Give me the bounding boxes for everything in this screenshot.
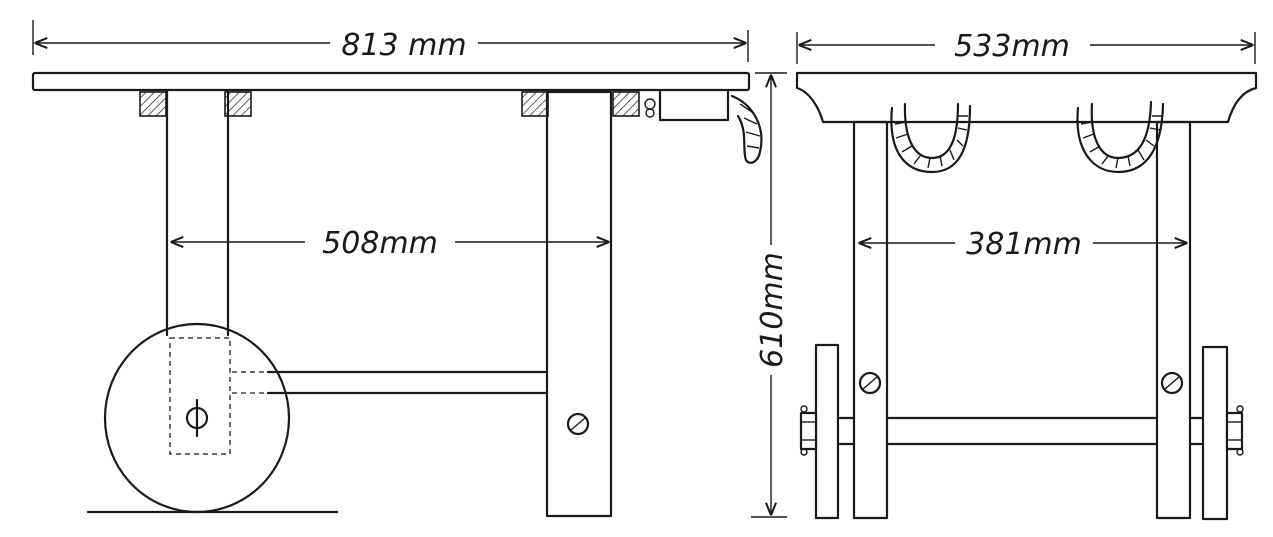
end-axle (838, 416, 1205, 446)
end-left-leg (852, 120, 889, 520)
overall-length-label: 813 mm (341, 28, 466, 63)
right-leg (545, 90, 613, 518)
axle-nut-left (799, 405, 818, 456)
rope-handle-right (1076, 100, 1165, 174)
end-right-wheel (1201, 345, 1229, 521)
rope-handle-left (890, 102, 972, 174)
overall-width-label: 533mm (954, 29, 1070, 64)
dimension-leg-spacing-side: 508mm (172, 226, 608, 261)
dimension-overall-width: 533mm (796, 29, 1256, 64)
dimension-leg-spacing-end: 381mm (860, 227, 1186, 262)
table-top-side (31, 71, 751, 92)
leg-spacing-side-label: 508mm (322, 226, 438, 261)
side-view: 813 mm (31, 20, 763, 518)
end-view: 533mm (795, 29, 1258, 521)
dimension-overall-length: 813 mm (32, 20, 749, 63)
side-stretcher (266, 370, 549, 395)
left-leg (165, 89, 230, 337)
hidden-leg-outline (169, 337, 231, 455)
height-label: 610mm (755, 252, 790, 368)
wheel (103, 322, 291, 514)
leg-spacing-end-label: 381mm (966, 227, 1082, 262)
dimension-height: 610mm (751, 72, 790, 518)
right-leg-body (545, 90, 613, 518)
table-top-end (795, 71, 1258, 124)
end-left-wheel (814, 343, 840, 520)
handle-fitting (644, 90, 763, 164)
end-right-leg (1155, 120, 1192, 520)
axle-nut-right (1225, 405, 1244, 456)
hatched-rails (139, 91, 640, 117)
